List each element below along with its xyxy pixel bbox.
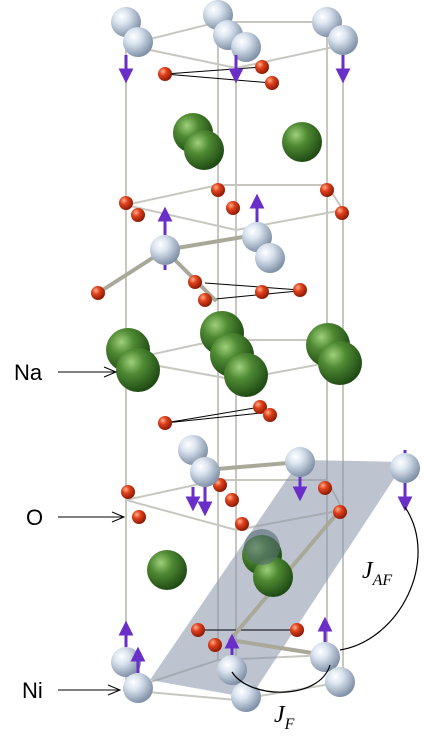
o-atoms	[91, 60, 349, 652]
label-j-af-sub: AF	[372, 572, 393, 589]
na-atoms	[106, 113, 362, 597]
label-j-f-main: J	[274, 702, 286, 728]
label-o: O	[26, 505, 43, 530]
label-j-af-main: J	[362, 558, 374, 584]
label-j-af: JAF	[362, 558, 392, 589]
label-j-f-sub: F	[284, 716, 295, 733]
exchange-curves	[231, 506, 419, 693]
label-pointers	[58, 372, 124, 690]
ni-atoms	[111, 0, 420, 712]
ni-o-bonds	[96, 233, 342, 657]
label-j-f: JF	[274, 702, 295, 733]
oxygen-bonds	[164, 66, 301, 631]
spin-arrows	[118, 55, 413, 673]
label-na: Na	[14, 360, 43, 385]
label-ni: Ni	[22, 678, 43, 703]
